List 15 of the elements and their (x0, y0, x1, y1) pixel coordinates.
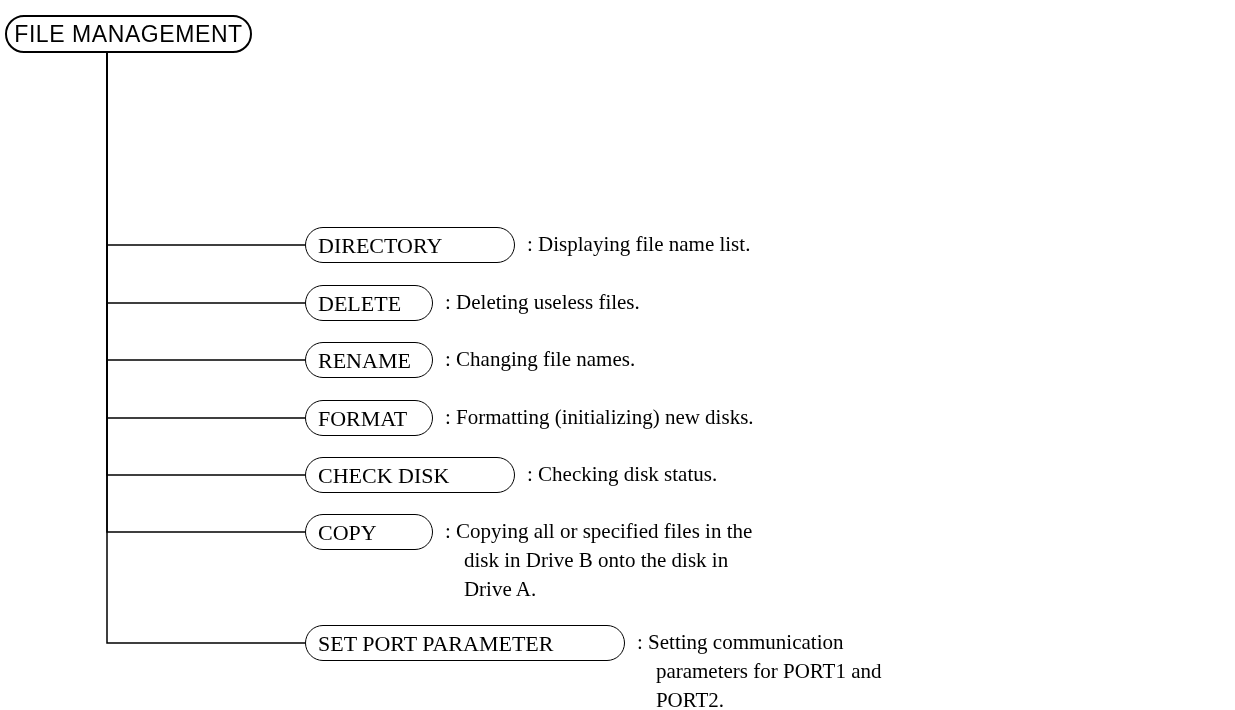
description-text: : Displaying file name list. (527, 231, 752, 258)
description-text: : Checking disk status. (527, 461, 719, 488)
menu-item-pill: SET PORT PARAMETER (305, 625, 625, 661)
description-text: : Setting communication parameters for PORT1 and PORT2. (637, 629, 883, 710)
description-text: : Changing file names. (445, 346, 637, 373)
menu-item-pill: FORMAT (305, 400, 433, 436)
menu-item-pill: COPY (305, 514, 433, 550)
menu-item-pill: CHECK DISK (305, 457, 515, 493)
description-text: : Copying all or specified files in the disk in Drive B onto the disk in Drive A. (445, 518, 754, 603)
description-text: : Deleting useless files. (445, 289, 641, 316)
menu-item-pill: DELETE (305, 285, 433, 321)
root-pill: FILE MANAGEMENT (5, 15, 252, 53)
description-text: : Formatting (initializing) new disks. (445, 404, 755, 431)
menu-item-pill: DIRECTORY (305, 227, 515, 263)
menu-item-pill: RENAME (305, 342, 433, 378)
